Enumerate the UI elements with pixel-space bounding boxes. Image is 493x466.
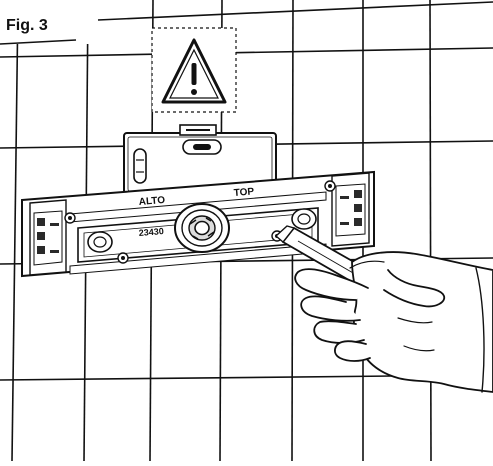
screw-icon xyxy=(117,252,129,264)
screw-icon xyxy=(64,212,76,224)
figure-label-box: Fig. 3 xyxy=(0,0,493,45)
alto-label: ALTO xyxy=(138,195,165,208)
mounting-template: ALTO TOP 23430 xyxy=(21,170,375,278)
level-vial-vertical xyxy=(133,148,147,184)
grout-line-h xyxy=(0,47,493,58)
hand xyxy=(294,251,493,393)
screw-icon xyxy=(324,180,336,192)
spirit-level xyxy=(123,124,277,196)
pipe-fitting xyxy=(174,203,230,253)
top-label: TOP xyxy=(233,186,255,199)
part-number: 23430 xyxy=(138,226,164,238)
figure-label: Fig. 3 xyxy=(6,17,48,34)
grout-line-v xyxy=(11,0,19,462)
grout-line-v xyxy=(429,0,432,462)
warning-symbol xyxy=(151,27,237,113)
